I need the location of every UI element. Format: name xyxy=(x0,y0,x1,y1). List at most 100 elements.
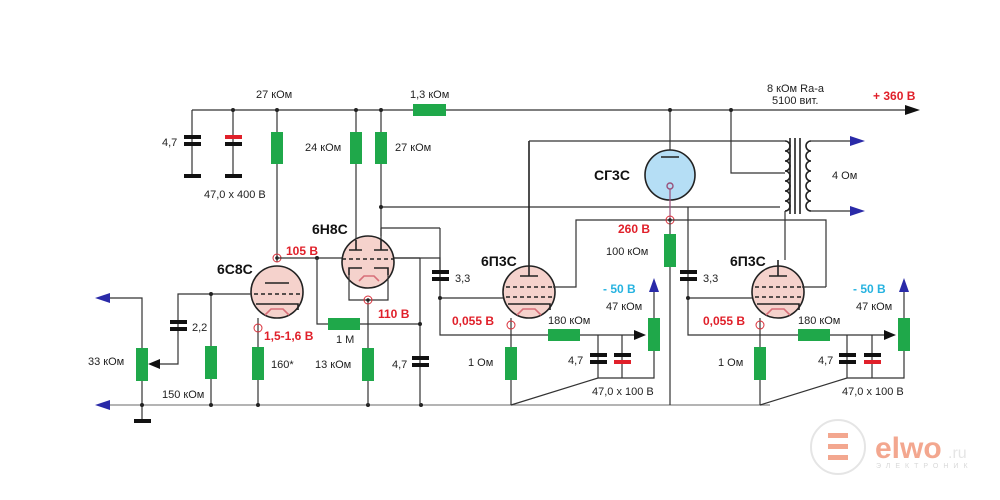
supply-voltage: + 360 В xyxy=(873,89,916,103)
label-r-13k: 13 кОм xyxy=(315,359,351,371)
junction xyxy=(418,322,422,326)
label-c-in: 4,7 xyxy=(162,137,177,149)
bplus-arrow-icon xyxy=(905,105,920,115)
pot-47k-a xyxy=(648,318,660,351)
label-r-160: 160* xyxy=(271,359,294,371)
logo-ring-icon xyxy=(810,419,866,475)
watermark-brand: elwo xyxy=(875,432,942,465)
tube-filament xyxy=(516,308,542,316)
wire xyxy=(669,219,827,405)
label-c-4-7-b: 4,7 xyxy=(818,355,833,367)
junction xyxy=(366,298,370,302)
label-c-47-a: 47,0 x 100 В xyxy=(592,386,654,398)
test-point xyxy=(253,323,263,333)
cap-4-7-in xyxy=(184,135,201,139)
resistor-1ohm-a xyxy=(505,347,517,380)
tube-grids xyxy=(755,286,802,298)
label-r-27k: 27 кОм xyxy=(395,142,431,154)
logo-bar xyxy=(828,433,848,438)
resistor-1ohm-b xyxy=(754,347,766,380)
cap-4-7-mid xyxy=(412,356,429,360)
output-arrow-icon xyxy=(95,400,110,410)
label-c-3-3-b: 3,3 xyxy=(703,273,718,285)
cap-2-2-plate xyxy=(170,327,187,331)
cap-4-7-b-plate xyxy=(839,360,856,364)
resistor-1-3k xyxy=(413,104,446,116)
cap-3-3-b xyxy=(680,270,697,274)
test-point xyxy=(506,320,516,330)
watermark-tagline: ЭЛЕКТРОНИК xyxy=(876,463,973,470)
label-c-3-3-a: 3,3 xyxy=(455,273,470,285)
resistor-27k xyxy=(375,132,387,164)
junction xyxy=(379,108,383,112)
resistor-160 xyxy=(252,347,264,380)
label-r-1ohm-b: 1 Ом xyxy=(718,357,743,369)
watermark-logo: elwo .ru ЭЛЕКТРОНИК xyxy=(810,419,973,475)
tube-cathode xyxy=(256,303,299,310)
label-pot-47k-a: 47 кОм xyxy=(606,301,642,313)
label-pot-33k: 33 кОм xyxy=(88,356,124,368)
cap-4-7-mid-plate xyxy=(412,363,429,367)
tube-filament xyxy=(358,275,380,282)
bias-arrow-icon xyxy=(649,278,659,292)
voltage-v4-cathode: 0,055 В xyxy=(703,314,745,328)
cap-4-7-a-plate xyxy=(590,360,607,364)
logo-bar xyxy=(828,455,848,460)
junction xyxy=(729,108,733,112)
wire xyxy=(730,110,785,174)
input-arrow-icon xyxy=(95,293,110,303)
wire xyxy=(687,207,800,336)
tube-v2 xyxy=(341,235,395,289)
junction xyxy=(438,296,442,300)
label-r-100k: 100 кОм xyxy=(606,246,648,258)
label-c-filter: 47,0 x 400 В xyxy=(204,189,266,201)
tube-regulator-label: СГ3С xyxy=(594,167,630,183)
junction xyxy=(668,108,672,112)
junction xyxy=(379,205,383,209)
speaker-out-arrow-icon xyxy=(850,136,865,146)
ground-icon xyxy=(184,174,201,178)
label-transformer-secondary: 4 Ом xyxy=(832,170,857,182)
cap-3-3-a xyxy=(432,270,449,274)
pot-33k xyxy=(136,348,148,381)
voltage-v3-cathode: 0,055 В xyxy=(452,314,494,328)
label-r-180k-a: 180 кОм xyxy=(548,315,590,327)
label-r-1-3k: 1,3 кОм xyxy=(410,89,449,101)
label-pot-47k-b: 47 кОм xyxy=(856,301,892,313)
label-c-4-7-mid: 4,7 xyxy=(392,359,407,371)
cap-4-7-a xyxy=(590,353,607,357)
label-r-1ohm-a: 1 Ом xyxy=(468,357,493,369)
test-point xyxy=(363,295,373,305)
tube-filament xyxy=(264,308,290,316)
cap-filter-plate xyxy=(225,142,242,146)
label-c-2-2: 2,2 xyxy=(192,322,207,334)
junction xyxy=(354,108,358,112)
resistor-1m xyxy=(328,318,360,330)
cap-4-7-b xyxy=(839,353,856,357)
tube-v3-label: 6П3С xyxy=(481,253,517,269)
voltage-v1-cathode: 1,5-1,6 В xyxy=(264,329,314,343)
tube-cathode xyxy=(757,303,800,310)
transformer-secondary xyxy=(805,140,812,212)
label-r-150k: 150 кОм xyxy=(162,389,204,401)
ground-icon xyxy=(225,174,242,178)
transformer-core xyxy=(789,138,801,214)
voltage-v2-cathode: 110 В xyxy=(378,307,410,321)
label-c-47-b: 47,0 x 100 В xyxy=(842,386,904,398)
junction xyxy=(140,403,144,407)
cap-3-3-b-plate xyxy=(680,277,697,281)
bias-voltage-a: - 50 В xyxy=(603,282,636,296)
junction xyxy=(231,108,235,112)
junction xyxy=(275,108,279,112)
wiper-arrow-icon xyxy=(634,330,646,340)
resistor-180k-a xyxy=(548,329,580,341)
wiper-arrow-icon xyxy=(884,330,896,340)
resistor-27k-top xyxy=(271,132,283,164)
cap-47-a-plate xyxy=(614,360,631,364)
cap-3-3-a-plate xyxy=(432,277,449,281)
tube-anode xyxy=(520,141,538,277)
label-transformer-turns: 5100 вит. xyxy=(772,95,818,107)
pot-47k-b xyxy=(898,318,910,351)
junction xyxy=(686,296,690,300)
